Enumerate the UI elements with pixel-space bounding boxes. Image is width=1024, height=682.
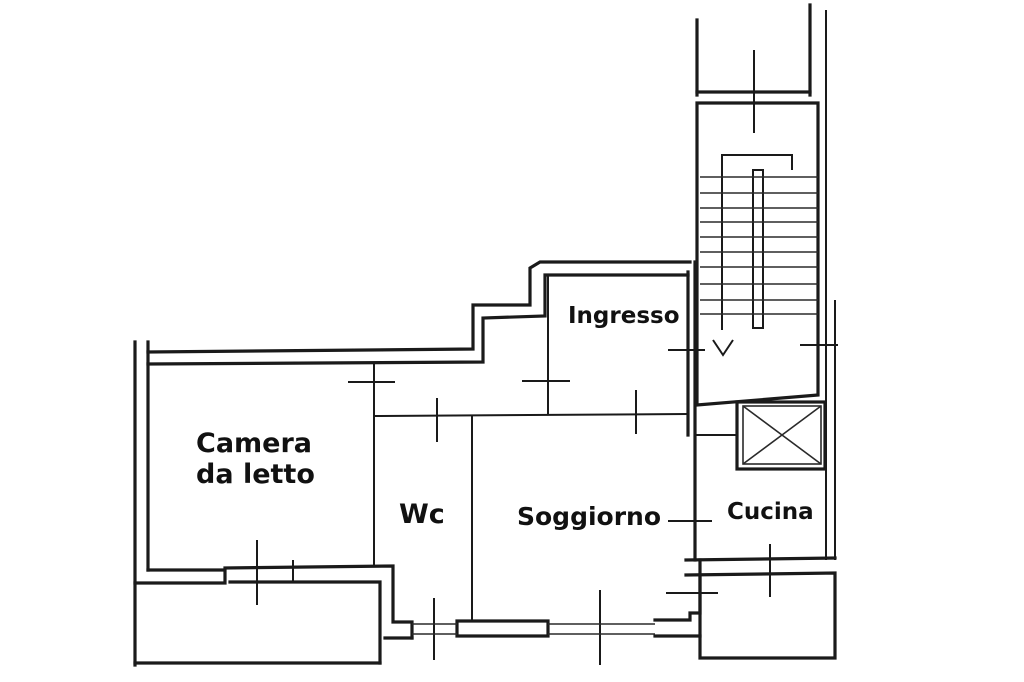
room-label-wc: Wc (399, 499, 445, 530)
room-label-camera-line1: Camera (196, 428, 313, 459)
elevator-shaft (695, 400, 827, 471)
room-label-cucina: Cucina (727, 499, 814, 525)
stair-direction-arrow-icon (712, 339, 734, 357)
room-label-ingresso: Ingresso (568, 303, 680, 329)
interior-walls (256, 276, 771, 665)
room-label-camera-line2: da letto (196, 459, 315, 490)
room-label-camera-da-letto: Camera da letto (196, 428, 315, 490)
outer-walls (133, 260, 837, 667)
staircase (668, 3, 838, 560)
room-label-soggiorno: Soggiorno (517, 502, 662, 531)
